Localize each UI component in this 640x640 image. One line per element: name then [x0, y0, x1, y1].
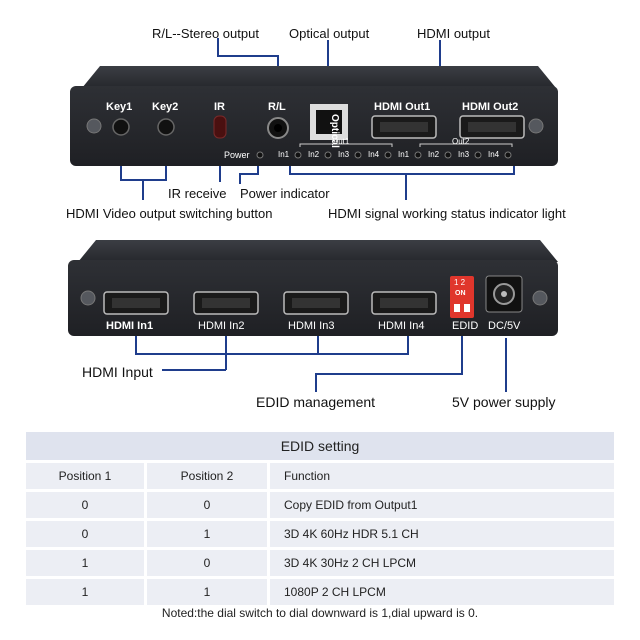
hdmi-input-callout-line — [135, 336, 409, 355]
table-cell: 1080P 2 CH LPCM — [270, 579, 614, 605]
hdmi-out1-label: HDMI Out1 — [374, 101, 431, 113]
edid-table: EDID setting Position 1 Position 2 Funct… — [26, 432, 614, 605]
dip-numbers: 1 2 — [454, 278, 466, 287]
ir-receive-label: IR receive — [168, 186, 227, 201]
key2-button[interactable] — [157, 118, 175, 136]
out1-in1-label: In1 — [278, 150, 290, 159]
header-position2: Position 2 — [147, 463, 267, 489]
hdmi-output-label: HDMI output — [417, 26, 490, 41]
rl-label: R/L — [268, 101, 286, 113]
out1-in3-label: In3 — [338, 150, 350, 159]
power-indicator-label: Power indicator — [240, 186, 330, 201]
table-cell: 1 — [147, 579, 267, 605]
header-position1: Position 1 — [26, 463, 144, 489]
key1-button[interactable] — [112, 118, 130, 136]
screw-icon — [86, 118, 102, 134]
edid-label: EDID — [452, 320, 479, 332]
status-callout-line — [289, 164, 515, 175]
table-row: 1 0 3D 4K 30Hz 2 CH LPCM — [26, 550, 614, 576]
table-cell: 3D 4K 60Hz HDR 5.1 CH — [270, 521, 614, 547]
table-header-row: Position 1 Position 2 Function — [26, 463, 614, 489]
out1-label: Out1 — [332, 137, 350, 146]
optical-output-label: Optical output — [289, 26, 370, 41]
hdmi-in3-label: HDMI In3 — [288, 320, 335, 332]
out1-in4-label: In4 — [368, 150, 380, 159]
dc-label: DC/5V — [488, 320, 521, 332]
table-cell: 1 — [26, 550, 144, 576]
table-row: 0 1 3D 4K 60Hz HDR 5.1 CH — [26, 521, 614, 547]
hdmi-in2-label: HDMI In2 — [198, 320, 245, 332]
switch-button-label: HDMI Video output switching button — [66, 206, 273, 221]
ir-sensor-icon — [213, 115, 227, 139]
power-supply-label: 5V power supply — [452, 394, 556, 410]
header-function: Function — [270, 463, 614, 489]
hdmi-in1-label: HDMI In1 — [106, 320, 154, 332]
hdmi-out2-label: HDMI Out2 — [462, 101, 519, 113]
stereo-output-label: R/L--Stereo output — [152, 26, 259, 41]
dial-switch-note: Noted:the dial switch to dial downward i… — [161, 606, 479, 620]
out2-in4-label: In4 — [488, 150, 500, 159]
table-cell: 0 — [147, 492, 267, 518]
table-row: 1 1 1080P 2 CH LPCM — [26, 579, 614, 605]
edid-table-title: EDID setting — [26, 432, 614, 460]
table-cell: 0 — [147, 550, 267, 576]
table-cell: 1 — [26, 579, 144, 605]
dip-on-label: ON — [455, 290, 466, 297]
out2-in3-label: In3 — [458, 150, 470, 159]
table-cell: 3D 4K 30Hz 2 CH LPCM — [270, 550, 614, 576]
edid-management-label: EDID management — [256, 394, 376, 410]
hdmi-in4-label: HDMI In4 — [378, 320, 425, 332]
table-cell: Copy EDID from Output1 — [270, 492, 614, 518]
status-light-label: HDMI signal working status indicator lig… — [328, 206, 566, 221]
table-cell: 1 — [147, 521, 267, 547]
ir-label: IR — [214, 101, 225, 113]
key1-label: Key1 — [106, 101, 133, 113]
out2-label: Out2 — [452, 137, 470, 146]
out2-in2-label: In2 — [428, 150, 440, 159]
power-led-icon — [256, 151, 264, 159]
out1-in2-label: In2 — [308, 150, 320, 159]
table-cell: 0 — [26, 521, 144, 547]
power-label: Power — [224, 150, 250, 160]
out2-in1-label: In1 — [398, 150, 410, 159]
table-cell: 0 — [26, 492, 144, 518]
key2-label: Key2 — [152, 101, 179, 113]
table-row: 0 0 Copy EDID from Output1 — [26, 492, 614, 518]
edid-callout-line — [315, 336, 463, 392]
hdmi-input-label: HDMI Input — [82, 364, 153, 380]
